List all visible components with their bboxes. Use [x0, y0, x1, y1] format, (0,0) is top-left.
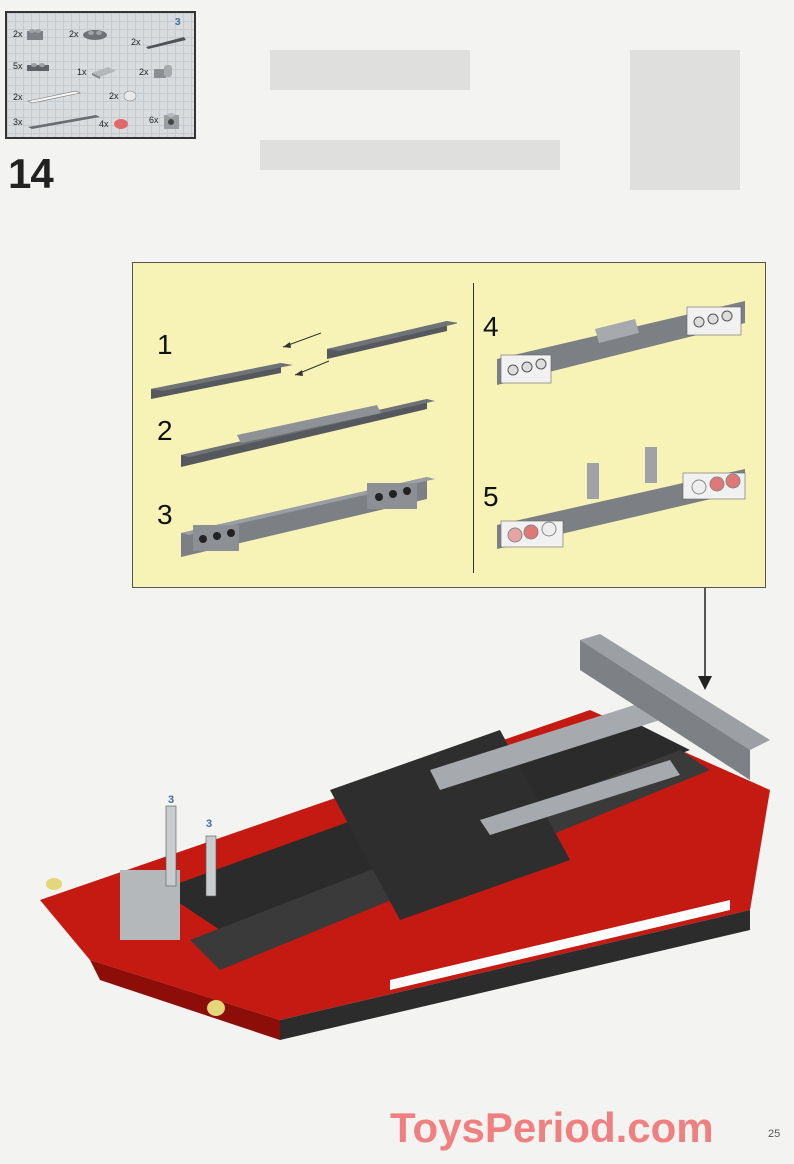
part-item: 2x: [131, 35, 188, 49]
subassembly-panel: 1 2 3 4 5: [132, 262, 766, 588]
part-item: 2x: [69, 27, 108, 41]
part-qty: 2x: [13, 92, 23, 102]
watermark: ToysPeriod.com: [390, 1104, 714, 1151]
part-item: 6x: [149, 109, 182, 131]
substep-1-illustration: [151, 321, 457, 399]
substep-3-illustration: [181, 477, 435, 557]
part-qty: 6x: [149, 115, 159, 125]
substep-2-number: 2: [157, 415, 173, 446]
brick-1x1-technic-icon: [163, 113, 179, 129]
parts-list: 2x 2x 2x 3 5x 1x 2x 2x 2x 3x 4x 6x: [5, 11, 196, 139]
part-qty: 2x: [139, 67, 149, 77]
axle-2: [205, 835, 217, 897]
cap-round-red-icon: [113, 119, 128, 129]
plate-1x2-icon: [26, 63, 49, 71]
substep-5-illustration: [497, 447, 746, 549]
page-number: 25: [768, 1128, 781, 1140]
plate-1x6-icon: [26, 90, 81, 104]
part-item: 2x: [139, 63, 176, 81]
axle-callout: 3: [175, 17, 181, 28]
part-qty: 4x: [99, 119, 109, 129]
substep-4-illustration: [497, 301, 745, 385]
substep-1-number: 1: [157, 329, 173, 360]
part-qty: 2x: [69, 29, 79, 39]
part-qty: 5x: [13, 61, 23, 71]
part-item: 2x: [109, 89, 138, 103]
substep-5-number: 5: [483, 481, 499, 512]
placement-arrow: [698, 588, 712, 690]
brick-1x2-icon: [26, 29, 43, 40]
part-qty: 1x: [77, 67, 87, 77]
plate-2x2-round-icon: [82, 30, 107, 40]
axle-long-icon: [145, 37, 186, 49]
part-qty: 2x: [109, 91, 119, 101]
substep-4-number: 4: [483, 311, 499, 342]
part-item: 2x: [13, 27, 46, 41]
part-item: 1x: [77, 65, 118, 79]
substep-3-number: 3: [157, 499, 173, 530]
part-item: 5x: [13, 59, 52, 73]
gray-rail: [580, 634, 770, 750]
axle-callout-1: 3: [168, 794, 175, 806]
panel-divider: [473, 283, 474, 573]
plate-1x8-icon: [27, 115, 100, 129]
plate-1x6-right: [327, 321, 457, 359]
main-model-illustration: [40, 634, 770, 1040]
part-item: 4x: [99, 117, 130, 131]
hose-connector-icon: [153, 65, 172, 78]
part-qty: 2x: [13, 29, 23, 39]
axle-1: [165, 805, 177, 887]
part-item: 2x: [13, 89, 82, 105]
plate-1x6-left: [151, 363, 293, 399]
bleedthrough-shapes: [260, 50, 740, 190]
step-number: 14: [8, 150, 54, 197]
bush-round-icon: [123, 90, 136, 102]
substep-2-illustration: [181, 399, 435, 467]
part-qty: 2x: [131, 37, 141, 47]
part-qty: 3x: [13, 117, 23, 127]
axle-callout-2: 3: [206, 818, 213, 830]
part-item: 3x: [13, 113, 102, 131]
tile-2x4-icon: [91, 67, 116, 79]
